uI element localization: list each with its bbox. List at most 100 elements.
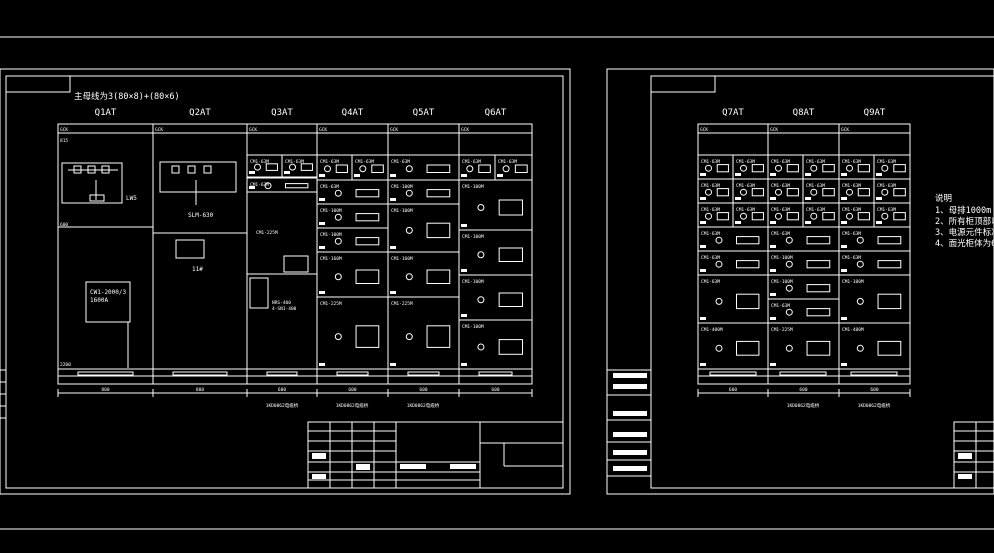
- cabinet-title: Q2AT: [189, 108, 211, 118]
- handle-icon: [334, 189, 342, 197]
- indicator-mark: [319, 174, 325, 177]
- breaker-model: CM1-100M: [462, 324, 484, 330]
- handle-icon: [785, 260, 793, 268]
- note-2: 2、所有柜顶部以: [935, 216, 994, 227]
- sheet-2-left-strip: [607, 369, 651, 477]
- handle-icon: [740, 164, 747, 172]
- meter-window: [498, 247, 524, 262]
- feeder-compartment: [697, 226, 769, 252]
- indicator-mark: [841, 197, 847, 200]
- note-3: 3、电源元件标准: [935, 227, 994, 238]
- meter-window: [716, 188, 729, 197]
- cabinet-title: Q6AT: [485, 108, 507, 118]
- breaker-model: CM1-63M: [391, 159, 410, 165]
- indicator-mark: [841, 363, 847, 366]
- breaker-model: CM1-100M: [771, 255, 793, 261]
- note-1: 1、母排1000m: [935, 205, 991, 216]
- breaker-model: CM1-160M: [320, 256, 342, 262]
- breaker-model: CM1-400M: [701, 327, 723, 333]
- cabinet-type: GCK: [461, 127, 469, 133]
- indicator-mark: [770, 173, 776, 176]
- handle-icon: [405, 333, 413, 341]
- base-rail: [779, 371, 827, 376]
- meter-window: [426, 189, 451, 198]
- cabinet-title: Q1AT: [95, 108, 117, 118]
- breaker-model: CM1-63M: [250, 159, 269, 165]
- meter-window: [751, 212, 764, 221]
- q2-panel-detail: SLM-630 11#: [153, 161, 247, 273]
- indicator-mark: [354, 174, 360, 177]
- indicator-mark: [770, 269, 776, 272]
- meter-window: [355, 269, 380, 284]
- feeder-compartment: [316, 179, 389, 205]
- indicator-mark: [770, 293, 776, 296]
- cabinet-title: Q5AT: [413, 108, 435, 118]
- handle-icon: [785, 344, 793, 352]
- breaker-model: CM1-63M: [701, 207, 720, 213]
- sheet-2-outer-frame: [606, 68, 994, 495]
- svg-text:CM1-225M: CM1-225M: [256, 230, 278, 236]
- cabinet-title: Q7AT: [722, 108, 744, 118]
- sheet-1-inner-frame: [5, 75, 564, 489]
- sheet-1-title-block: [307, 421, 564, 489]
- cabinet-type: GCK: [770, 127, 778, 133]
- sheet-1-tab: [5, 75, 71, 93]
- indicator-mark: [390, 198, 396, 201]
- meter-window: [857, 212, 870, 221]
- sheet-2-title-block: [953, 421, 994, 489]
- sheet-2-inner-frame: [650, 75, 994, 489]
- meter-window: [786, 164, 799, 173]
- feeder-compartment: [316, 296, 389, 370]
- handle-icon: [324, 165, 331, 173]
- handle-icon: [810, 212, 818, 220]
- base-rail: [709, 371, 757, 376]
- nrs-label: NRS-400: [272, 300, 291, 306]
- indicator-mark: [700, 269, 706, 272]
- breaker-model: CM1-100M: [771, 279, 793, 285]
- handle-icon: [775, 188, 782, 196]
- breaker-model: CM1-160M: [391, 256, 413, 262]
- handle-icon: [334, 273, 342, 281]
- meter-window: [877, 260, 902, 269]
- handle-icon: [334, 213, 342, 221]
- breaker-model: CM1-100M: [320, 232, 342, 238]
- indicator-mark: [770, 197, 776, 200]
- handle-icon: [775, 164, 782, 172]
- cabinet-type: GCK: [841, 127, 849, 133]
- breaker-model: CM1-63M: [842, 183, 861, 189]
- meter-window: [498, 292, 524, 307]
- handle-icon: [705, 188, 712, 196]
- model-caption: 1KD0862电缆桥: [407, 402, 440, 409]
- handle-icon: [740, 188, 747, 196]
- meter-window: [736, 260, 760, 269]
- indicator-mark: [461, 314, 467, 317]
- breaker-model: CM1-63M: [355, 159, 374, 165]
- breaker-model: CM1-100M: [462, 234, 484, 240]
- svg-text:2200: 2200: [60, 362, 71, 368]
- meter-window: [877, 293, 902, 310]
- feeder-compartment: [458, 319, 533, 370]
- breaker-model: CM1-100M: [320, 208, 342, 214]
- feeder-compartment: [316, 203, 389, 229]
- handle-icon: [254, 163, 261, 171]
- handle-icon: [856, 297, 864, 305]
- indicator-mark: [390, 246, 396, 249]
- handle-icon: [715, 260, 723, 268]
- indicator-mark: [700, 173, 706, 176]
- breaker-model: CM1-63M: [736, 159, 755, 165]
- svg-text:815: 815: [60, 138, 68, 144]
- meter-window: [893, 188, 906, 197]
- meter-window: [736, 236, 760, 245]
- main-breaker-rating: 1600A: [90, 297, 108, 304]
- indicator-mark: [319, 222, 325, 225]
- meter-window: [498, 199, 524, 216]
- breaker-model: CM1-63M: [736, 207, 755, 213]
- breaker-model: CM1-63M: [701, 279, 720, 285]
- cabinet-width: 600: [729, 387, 737, 393]
- feeder-compartment: [387, 296, 460, 370]
